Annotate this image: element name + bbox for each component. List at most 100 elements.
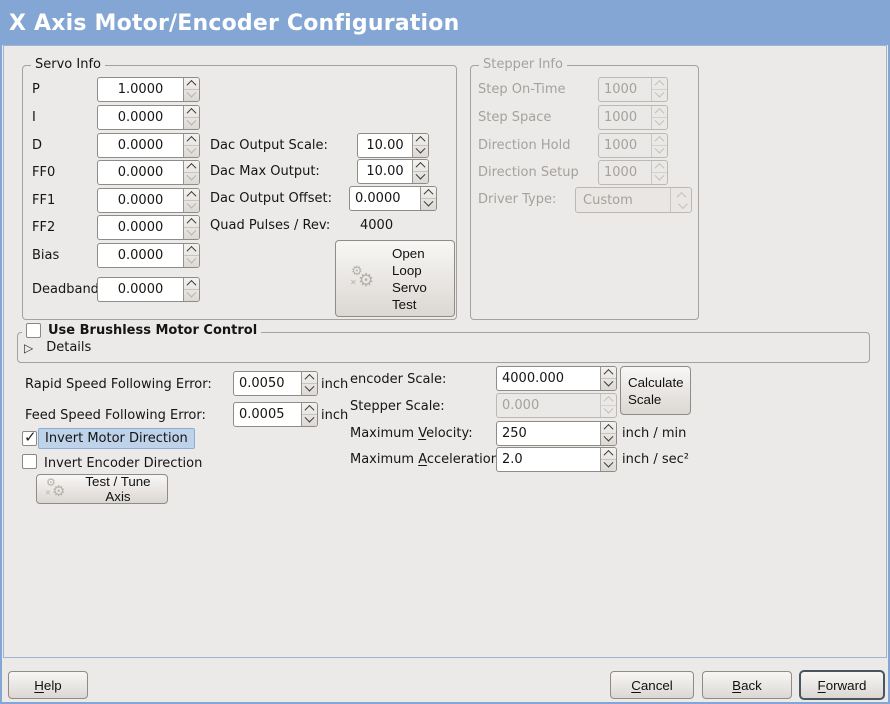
feed-ferror-unit: inch (321, 408, 349, 423)
p-spinbox[interactable]: 1.0000 (97, 77, 200, 102)
feed-ferror-value[interactable]: 0.0005 (239, 407, 285, 422)
spin-down-button[interactable] (601, 457, 616, 471)
d-spinbox[interactable]: 0.0000 (97, 133, 200, 158)
gear-glyph: ⚙ (52, 483, 66, 500)
spin-down-button (652, 143, 667, 157)
chevron-down-icon (186, 253, 197, 264)
spin-down-button[interactable] (601, 376, 616, 390)
i-spinbox[interactable]: 0.0000 (97, 105, 200, 130)
encoder-scale-label: encoder Scale: (350, 372, 447, 387)
max-accel-spinbox[interactable]: 2.0 (496, 447, 617, 472)
use-brushless-checkbox[interactable] (26, 323, 41, 338)
rapid-ferror-spinbox[interactable]: 0.0050 (233, 371, 318, 396)
direction-setup-value: 1000 (604, 165, 638, 180)
back-button[interactable]: Back (702, 671, 792, 699)
spin-down-button (652, 87, 667, 101)
details-expander[interactable]: ▷ Details (24, 340, 91, 355)
spin-down-button[interactable] (413, 169, 428, 183)
bias-spinbox[interactable]: 0.0000 (97, 243, 200, 268)
brushless-frame: Use Brushless Motor Control (17, 323, 870, 363)
spin-down-button[interactable] (601, 431, 616, 445)
calculate-scale-button[interactable]: Calculate Scale (620, 366, 691, 415)
calculate-scale-label: Calculate Scale (628, 374, 684, 407)
forward-button[interactable]: Forward (799, 670, 885, 700)
max-velocity-spinbox[interactable]: 250 (496, 421, 617, 446)
dac-max-output-label: Dac Max Output: (210, 164, 320, 179)
page-title: X Axis Motor/Encoder Configuration (9, 11, 460, 36)
invert-encoder-label[interactable]: Invert Encoder Direction (44, 456, 203, 471)
dac-output-offset-value[interactable]: 0.0000 (355, 191, 401, 206)
spin-down-button[interactable] (421, 196, 436, 210)
ff2-value[interactable]: 0.0000 (117, 220, 164, 235)
gear-glyph: ⚙ (351, 262, 363, 278)
chevron-down-icon (654, 170, 665, 181)
ff0-spinbox[interactable]: 0.0000 (97, 160, 200, 185)
servo-label-ff2: FF2 (32, 220, 56, 235)
spin-down-button[interactable] (184, 198, 199, 212)
deadband-value[interactable]: 0.0000 (117, 282, 164, 297)
ff0-value[interactable]: 0.0000 (117, 165, 164, 180)
servo-info-legend: Servo Info (31, 57, 105, 72)
dac-max-output-value[interactable]: 10.00 (366, 164, 404, 179)
chevron-down-icon (304, 412, 315, 423)
dac-output-offset-spinbox[interactable]: 0.0000 (349, 186, 437, 211)
step-on-time-label: Step On-Time (478, 82, 566, 97)
spin-down-button[interactable] (184, 115, 199, 129)
help-button[interactable]: Help (8, 671, 88, 699)
servo-label-i: I (32, 110, 36, 125)
p-value[interactable]: 1.0000 (117, 82, 164, 97)
invert-motor-label[interactable]: Invert Motor Direction (38, 428, 195, 449)
max-accel-unit: inch / sec² (622, 452, 690, 467)
spin-down-button[interactable] (413, 143, 428, 157)
direction-setup-spinbox: 1000 (598, 160, 668, 185)
brushless-title: Use Brushless Motor Control (48, 323, 258, 338)
stepper-scale-label: Stepper Scale: (350, 399, 445, 414)
chevron-down-icon (603, 403, 614, 414)
spin-down-button[interactable] (302, 412, 317, 426)
dac-output-scale-value[interactable]: 10.00 (366, 138, 404, 153)
invert-motor-checkbox[interactable]: ✓ (22, 428, 37, 446)
details-label: Details (46, 340, 92, 355)
chevron-down-icon (415, 143, 426, 154)
spin-down-button (652, 170, 667, 184)
feed-ferror-spinbox[interactable]: 0.0005 (233, 402, 318, 427)
invert-encoder-checkbox[interactable] (22, 454, 37, 469)
ff1-value[interactable]: 0.0000 (117, 193, 164, 208)
ff2-spinbox[interactable]: 0.0000 (97, 215, 200, 240)
rapid-ferror-value[interactable]: 0.0050 (239, 376, 285, 391)
spin-down-button[interactable] (184, 170, 199, 184)
i-value[interactable]: 0.0000 (117, 110, 164, 125)
dac-output-scale-spinbox[interactable]: 10.00 (357, 133, 429, 158)
spin-down-button[interactable] (184, 143, 199, 157)
chevron-down-icon (304, 381, 315, 392)
stepper-scale-spinbox: 0.000 (496, 393, 617, 418)
chevron-down-icon (186, 115, 197, 126)
test-tune-axis-button[interactable]: ⚙⚙✕ Test / Tune Axis (36, 474, 168, 504)
d-value[interactable]: 0.0000 (117, 138, 164, 153)
encoder-scale-value[interactable]: 4000.000 (502, 371, 565, 386)
spin-down-button[interactable] (184, 253, 199, 267)
ff1-spinbox[interactable]: 0.0000 (97, 188, 200, 213)
encoder-scale-spinbox[interactable]: 4000.000 (496, 366, 617, 391)
deadband-spinbox[interactable]: 0.0000 (97, 277, 200, 302)
spin-down-button[interactable] (184, 87, 199, 101)
open-loop-servo-test-button[interactable]: ⚙⚙✕ Open Loop Servo Test (335, 240, 455, 317)
title-bar: X Axis Motor/Encoder Configuration (2, 2, 888, 45)
spin-down-button[interactable] (302, 381, 317, 395)
spin-down-button[interactable] (184, 225, 199, 239)
max-velocity-value[interactable]: 250 (502, 426, 527, 441)
direction-setup-label: Direction Setup (478, 165, 579, 180)
open-loop-button-label: Open Loop Servo Test (392, 245, 427, 312)
max-accel-value[interactable]: 2.0 (502, 452, 523, 467)
rapid-ferror-unit: inch (321, 377, 349, 392)
dac-output-offset-label: Dac Output Offset: (210, 191, 332, 206)
cancel-button[interactable]: Cancel (610, 671, 694, 699)
bias-value[interactable]: 0.0000 (117, 248, 164, 263)
spin-down-button[interactable] (184, 287, 199, 301)
rapid-ferror-label: Rapid Speed Following Error: (25, 377, 212, 392)
stepper-scale-value: 0.000 (502, 398, 540, 413)
chevron-down-icon (186, 225, 197, 236)
driver-type-label: Driver Type: (478, 192, 557, 207)
dac-max-output-spinbox[interactable]: 10.00 (357, 159, 429, 184)
